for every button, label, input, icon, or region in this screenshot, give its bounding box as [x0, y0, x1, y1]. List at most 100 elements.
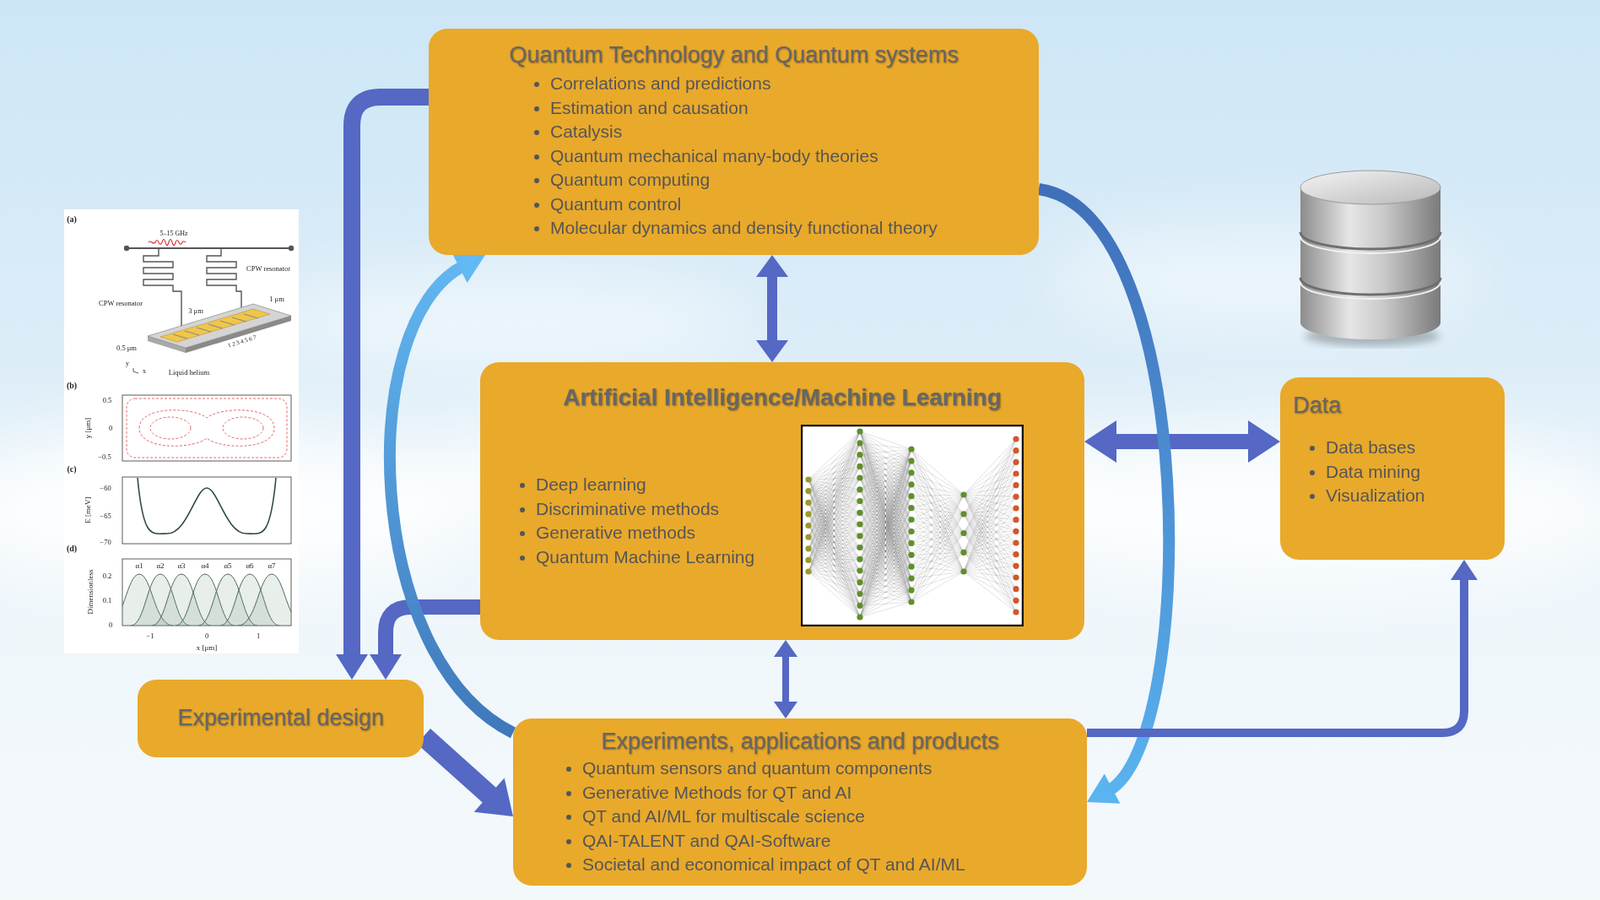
figure-label: 0.1: [102, 596, 113, 605]
weight-line: [808, 489, 860, 572]
neuron-dot: [805, 567, 811, 574]
arrow-head: [474, 778, 514, 817]
neuron-dot: [1012, 562, 1019, 569]
weight-line: [911, 494, 964, 532]
weight-line: [808, 465, 860, 572]
bullet-list: Correlations and predictionsEstimation a…: [428, 71, 1039, 241]
neuron-dot: [1012, 504, 1019, 511]
neuron-dot: [1012, 585, 1019, 592]
port-dot: [124, 245, 130, 251]
arrow-shaft: [767, 273, 778, 344]
figure-label: α5: [223, 562, 232, 570]
weight-line: [911, 460, 964, 572]
plot-frame: [122, 394, 292, 461]
box-heading: Artificial Intelligence/Machine Learning: [480, 383, 1085, 411]
bullet-item: Deep learning: [535, 472, 1085, 498]
weight-line: [963, 438, 1017, 514]
figure-label: CPW resonator: [246, 264, 291, 273]
weight-line: [963, 461, 1017, 552]
weight-line: [963, 508, 1017, 534]
weight-line: [911, 533, 964, 579]
neuron-dot: [856, 567, 863, 573]
flow-arrow: [423, 735, 514, 817]
weight-line: [911, 513, 964, 602]
weight-line: [859, 443, 912, 449]
contour: [126, 398, 287, 458]
figure-label: Dimensionless: [86, 569, 95, 615]
weight-line: [963, 450, 1017, 534]
process-box: Artificial Intelligence/Machine Learning…: [480, 362, 1085, 640]
arrow-head: [1086, 772, 1120, 803]
neuron-dot: [960, 491, 967, 498]
weight-line: [911, 472, 964, 572]
neuron-dot: [805, 545, 811, 552]
bullet-item: Quantum computing: [550, 167, 1039, 193]
figure-label: α7: [267, 562, 276, 570]
weight-line: [808, 570, 860, 572]
weight-line: [911, 531, 964, 534]
weight-line: [808, 571, 860, 606]
weight-line: [808, 443, 860, 572]
weight-line: [963, 571, 1017, 600]
weight-line: [808, 535, 860, 572]
weight-line: [963, 519, 1017, 534]
electrode: [184, 330, 200, 336]
weight-line: [963, 565, 1017, 572]
weight-line: [963, 542, 1017, 572]
plot-frame: [122, 476, 292, 544]
bullet-item: QT and AI/ML for multiscale science: [582, 804, 1087, 829]
weight-line: [808, 524, 860, 572]
neuron-dot: [908, 492, 914, 499]
neuron-dot: [908, 563, 914, 570]
weight-line: [963, 551, 1017, 612]
weight-line: [808, 571, 860, 617]
bullet-item: Generative methods: [535, 520, 1085, 546]
flow-arrow: [1084, 420, 1281, 463]
weight-line: [963, 542, 1017, 552]
cylinder-base: [1300, 305, 1441, 340]
bullet-item: Quantum sensors and quantum components: [582, 756, 1087, 781]
arrow-head: [773, 701, 798, 719]
electrode: [220, 320, 235, 325]
bullet-item: Molecular dynamics and density functiona…: [550, 216, 1039, 241]
bullet-item: QAI-TALENT and QAI-Software: [582, 828, 1087, 854]
process-box: Quantum Technology and Quantum systemsCo…: [428, 28, 1039, 255]
electrode: [232, 317, 247, 322]
chip-top: [147, 303, 292, 348]
weight-line: [963, 461, 1017, 572]
process-box: DataData basesData miningVisualization: [1280, 377, 1505, 560]
weight-line: [808, 536, 860, 617]
neuron-dot: [856, 520, 863, 527]
weight-line: [963, 485, 1017, 514]
figure-label: x [μm]: [196, 643, 218, 652]
flow-arrow: [756, 254, 789, 363]
neuron-dot: [908, 528, 914, 535]
bullet-item: Data bases: [1325, 435, 1505, 460]
weight-line: [808, 571, 860, 595]
contour: [139, 410, 275, 446]
figure-label: α6: [245, 562, 254, 570]
figure-label: 1 2 3 4 5 6 7: [227, 335, 258, 350]
figure-label: 5–15 GHz: [159, 230, 188, 238]
weight-line: [859, 519, 912, 618]
weight-line: [963, 485, 1017, 534]
figure-label: −60: [99, 484, 111, 492]
weight-line: [808, 559, 860, 606]
neuron-dot: [908, 445, 914, 452]
neuron-dot: [856, 556, 863, 563]
weight-line: [911, 513, 964, 590]
electrode: [196, 327, 211, 332]
arrow-head: [369, 654, 402, 680]
weight-line: [911, 494, 964, 602]
bullet-item: Catalysis: [550, 119, 1039, 145]
bullet-list: Data basesData miningVisualization: [1280, 435, 1505, 509]
neuron-dot: [908, 469, 914, 476]
neuron-dot: [908, 551, 914, 558]
figure-label: 1: [256, 632, 260, 640]
cylinder-band: [1300, 277, 1441, 295]
figure-label: α4: [200, 562, 209, 570]
weight-line: [963, 438, 1017, 552]
weight-line: [963, 496, 1017, 572]
weight-line: [808, 559, 860, 582]
weight-line: [911, 484, 964, 572]
